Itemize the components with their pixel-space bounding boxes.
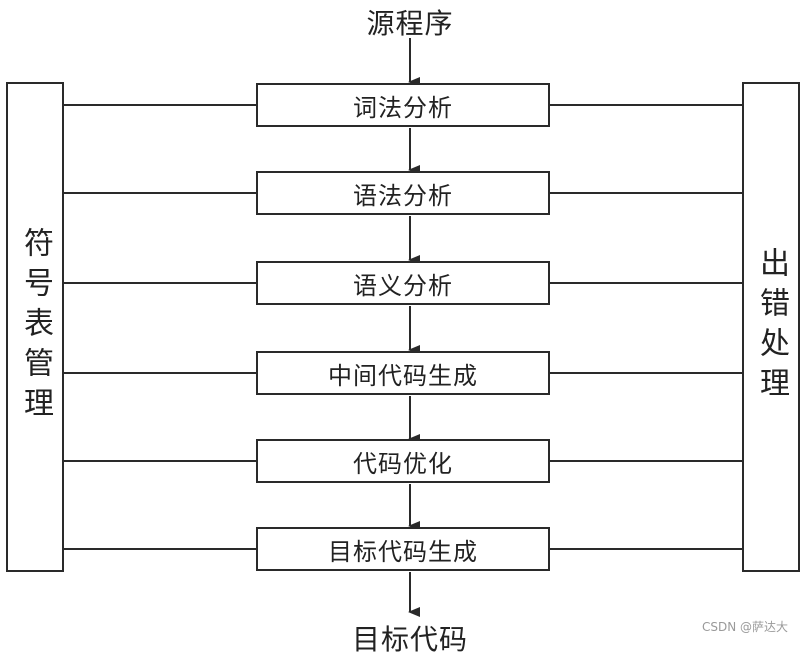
symbol-table-management-label: 符号表管理 xyxy=(18,227,53,427)
stage-lexical-analysis: 词法分析 xyxy=(256,83,550,127)
target-code-label: 目标代码 xyxy=(351,623,468,656)
stage-label: 语义分析 xyxy=(353,271,453,300)
stage-code-optimization: 代码优化 xyxy=(256,439,550,483)
stage-label: 语法分析 xyxy=(353,181,453,210)
stage-label: 代码优化 xyxy=(353,449,453,478)
error-handling-label: 出错处理 xyxy=(754,247,789,407)
stage-label: 词法分析 xyxy=(353,93,453,122)
symbol-table-management-box: 符号表管理 xyxy=(6,82,64,572)
stage-semantic-analysis: 语义分析 xyxy=(256,261,550,305)
stage-label: 中间代码生成 xyxy=(328,361,478,390)
stage-target-code-generation: 目标代码生成 xyxy=(256,527,550,571)
stage-syntax-analysis: 语法分析 xyxy=(256,171,550,215)
watermark: CSDN @萨达大 xyxy=(701,620,788,634)
stage-label: 目标代码生成 xyxy=(328,537,478,566)
error-handling-box: 出错处理 xyxy=(742,82,800,572)
stage-intermediate-code-generation: 中间代码生成 xyxy=(256,351,550,395)
source-program-label: 源程序 xyxy=(366,7,454,40)
connector-lines xyxy=(64,38,742,617)
